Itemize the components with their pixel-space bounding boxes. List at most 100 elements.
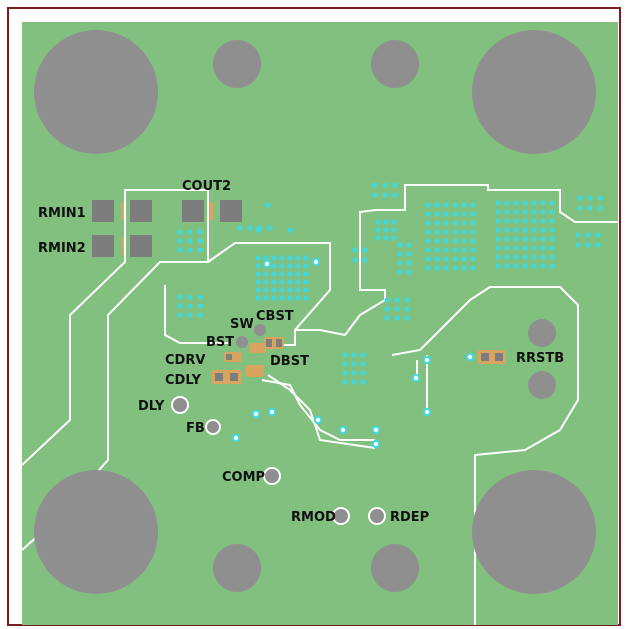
via	[531, 254, 537, 260]
hole-bottom-mid-left	[213, 544, 261, 592]
via	[255, 227, 261, 233]
via	[362, 247, 368, 253]
pad-cout2-a	[182, 200, 204, 222]
via	[187, 238, 193, 244]
testpoint-dly	[171, 396, 189, 414]
via	[295, 279, 301, 285]
via	[540, 245, 546, 251]
via	[255, 295, 261, 301]
label-cdly: CDLY	[165, 373, 202, 388]
via	[540, 254, 546, 260]
component-cbst-pad-a	[266, 339, 272, 347]
via	[495, 245, 501, 251]
via	[577, 195, 583, 201]
via	[504, 200, 510, 206]
via	[255, 287, 261, 293]
mounting-hole-top-right	[472, 30, 596, 154]
label-rmin2: RMIN2	[38, 241, 86, 256]
via	[303, 263, 309, 269]
via	[177, 303, 183, 309]
via	[434, 202, 440, 208]
via	[392, 182, 398, 188]
via	[303, 255, 309, 261]
via	[383, 219, 389, 225]
testpoint-bst	[236, 336, 248, 348]
via	[187, 229, 193, 235]
via	[443, 220, 449, 226]
via	[263, 287, 269, 293]
component-cdly-pad-a	[215, 373, 223, 381]
via	[375, 235, 381, 241]
via	[470, 247, 476, 253]
via-open	[371, 439, 381, 449]
via	[372, 192, 378, 198]
via	[287, 287, 293, 293]
via	[504, 245, 510, 251]
via	[470, 265, 476, 271]
via	[452, 229, 458, 235]
via	[303, 295, 309, 301]
via	[271, 279, 277, 285]
via	[549, 263, 555, 269]
hole-rrstb-bottom	[528, 371, 556, 399]
via	[540, 227, 546, 233]
via	[443, 256, 449, 262]
component-cdly-pad-b	[230, 373, 238, 381]
via	[394, 297, 400, 303]
via	[443, 211, 449, 217]
testpoint-sw	[254, 324, 266, 336]
via	[187, 294, 193, 300]
via	[522, 218, 528, 224]
via-open	[371, 425, 381, 435]
via	[384, 315, 390, 321]
via	[351, 370, 357, 376]
component-cdrv-pad	[226, 354, 232, 360]
via	[287, 271, 293, 277]
via	[513, 227, 519, 233]
via	[271, 295, 277, 301]
via	[287, 263, 293, 269]
via	[434, 256, 440, 262]
via	[177, 312, 183, 318]
via	[434, 247, 440, 253]
via	[360, 352, 366, 358]
via-open	[422, 355, 432, 365]
via	[461, 229, 467, 235]
label-dly: DLY	[138, 399, 165, 414]
via	[271, 271, 277, 277]
via	[452, 238, 458, 244]
testpoint-comp	[263, 467, 281, 485]
via	[287, 295, 293, 301]
via	[383, 227, 389, 233]
via	[397, 260, 403, 266]
label-rrstb: RRSTB	[516, 351, 564, 366]
via	[352, 247, 358, 253]
via	[513, 263, 519, 269]
stripe-cout2	[210, 202, 213, 220]
via	[540, 236, 546, 242]
via	[263, 295, 269, 301]
via	[425, 256, 431, 262]
via	[540, 209, 546, 215]
via	[434, 265, 440, 271]
via	[197, 229, 203, 235]
via	[197, 294, 203, 300]
component-dbst	[250, 343, 266, 353]
via	[279, 271, 285, 277]
via	[382, 182, 388, 188]
via	[391, 219, 397, 225]
via	[383, 235, 389, 241]
mounting-hole-top-left	[34, 30, 158, 154]
via	[540, 200, 546, 206]
via	[177, 238, 183, 244]
via	[425, 229, 431, 235]
via	[177, 294, 183, 300]
pad-rmin2-b	[130, 235, 152, 257]
via	[360, 379, 366, 385]
via	[177, 229, 183, 235]
via	[575, 242, 581, 248]
via	[255, 263, 261, 269]
hole-top-mid-right	[371, 40, 419, 88]
via	[531, 263, 537, 269]
component-cbst-pad-b	[276, 339, 282, 347]
